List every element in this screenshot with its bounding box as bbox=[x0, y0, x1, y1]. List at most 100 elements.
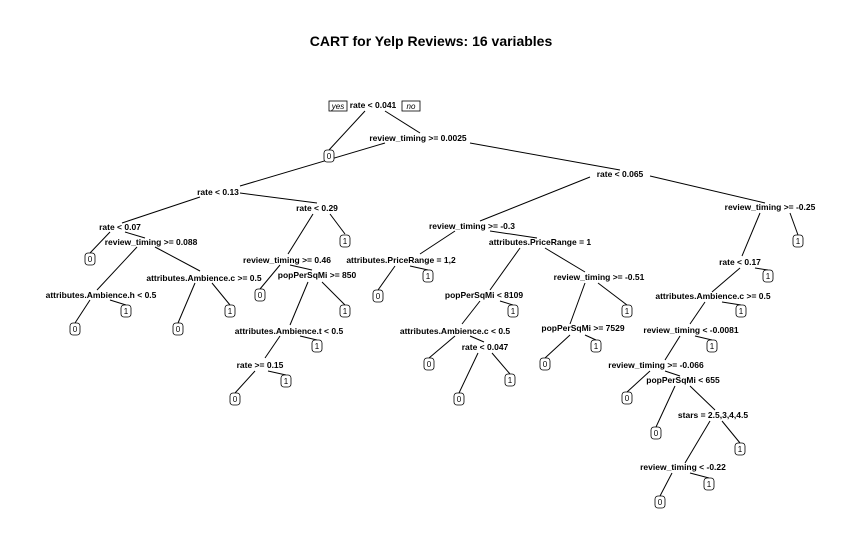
leaf-class: 0 bbox=[427, 360, 432, 369]
edge bbox=[377, 265, 396, 291]
edge bbox=[109, 299, 127, 306]
leaf-class: 1 bbox=[124, 307, 129, 316]
edge bbox=[469, 335, 485, 343]
leaf-class: 1 bbox=[739, 307, 744, 316]
edge bbox=[479, 176, 591, 222]
edge bbox=[694, 335, 713, 341]
leaf-node: 1 bbox=[339, 234, 351, 248]
split-node: rate < 0.065 bbox=[597, 169, 644, 179]
leaf-node: 0 bbox=[254, 288, 266, 302]
split-node: attributes.Ambience.c >= 0.5 bbox=[146, 273, 262, 283]
split-node: review_timing < -0.22 bbox=[640, 462, 726, 472]
yes-label: yes bbox=[331, 102, 344, 111]
edge bbox=[287, 213, 314, 255]
leaf-node: 1 bbox=[706, 339, 718, 353]
leaf-node: 1 bbox=[504, 373, 516, 387]
leaf-node: 0 bbox=[650, 426, 662, 440]
leaf-node: 1 bbox=[703, 477, 715, 491]
leaf-node: 1 bbox=[120, 304, 132, 318]
leaf-class: 0 bbox=[258, 291, 263, 300]
split-node: review_timing < -0.0081 bbox=[643, 325, 738, 335]
edge bbox=[659, 472, 673, 497]
edge bbox=[689, 385, 716, 411]
edge bbox=[89, 231, 111, 254]
edge bbox=[689, 301, 706, 325]
edge bbox=[544, 247, 586, 273]
leaf-class: 1 bbox=[738, 445, 743, 454]
leaf-class: 1 bbox=[315, 342, 320, 351]
edge bbox=[649, 175, 766, 204]
edge bbox=[289, 264, 313, 271]
leaf-node: 0 bbox=[172, 322, 184, 336]
leaf-class: 1 bbox=[625, 307, 630, 316]
split-node: rate < 0.29 bbox=[296, 203, 338, 213]
split-node: stars = 2.5,3,4,4.5 bbox=[678, 410, 748, 420]
split-node: popPerSqMi >= 850 bbox=[278, 270, 357, 280]
leaf-class: 0 bbox=[73, 325, 78, 334]
leaf-node: 1 bbox=[735, 304, 747, 318]
leaf-node: 0 bbox=[539, 357, 551, 371]
split-node: attributes.Ambience.h < 0.5 bbox=[46, 290, 157, 300]
edge bbox=[154, 246, 201, 272]
leaf-node: 1 bbox=[311, 339, 323, 353]
leaf-class: 0 bbox=[376, 292, 381, 301]
leaf-node: 1 bbox=[734, 442, 746, 456]
edge bbox=[741, 212, 761, 257]
edge bbox=[789, 212, 799, 236]
yes-box bbox=[328, 100, 348, 112]
edge bbox=[544, 334, 571, 359]
edge bbox=[409, 265, 429, 271]
leaf-class: 1 bbox=[343, 307, 348, 316]
edge bbox=[96, 246, 138, 291]
leaf-node: 1 bbox=[224, 304, 236, 318]
edge bbox=[74, 299, 91, 324]
leaf-class: 1 bbox=[707, 480, 712, 489]
edge bbox=[321, 281, 346, 306]
leaf-node: 1 bbox=[792, 234, 804, 248]
leaf-class: 1 bbox=[796, 237, 801, 246]
leaf-class: 0 bbox=[327, 152, 332, 161]
leaf-class: 0 bbox=[654, 429, 659, 438]
edge bbox=[684, 420, 711, 464]
leaf-class: 1 bbox=[511, 307, 516, 316]
edge bbox=[458, 352, 479, 394]
leaf-class: 0 bbox=[457, 395, 462, 404]
split-node: attributes.PriceRange = 1,2 bbox=[346, 255, 456, 265]
edge bbox=[597, 282, 628, 306]
split-node: review_timing >= 0.0025 bbox=[369, 133, 467, 143]
split-node: rate < 0.07 bbox=[99, 222, 141, 232]
edge bbox=[664, 370, 681, 377]
leaf-node: 0 bbox=[323, 149, 335, 163]
edge bbox=[664, 335, 681, 361]
edge bbox=[711, 267, 741, 293]
split-node: review_timing >= -0.3 bbox=[429, 221, 515, 231]
split-node: review_timing >= -0.51 bbox=[554, 272, 645, 282]
edge bbox=[428, 335, 456, 359]
leaf-class: 1 bbox=[508, 376, 513, 385]
edge bbox=[121, 196, 201, 224]
split-node: rate < 0.041 bbox=[350, 100, 397, 110]
leaf-node: 0 bbox=[423, 357, 435, 371]
split-node: attributes.PriceRange = 1 bbox=[489, 237, 592, 247]
split-node: review_timing >= 0.088 bbox=[105, 237, 198, 247]
edge bbox=[689, 472, 710, 479]
edge bbox=[489, 230, 538, 239]
leaf-class: 1 bbox=[343, 237, 348, 246]
split-node: review_timing >= -0.25 bbox=[725, 202, 816, 212]
edge bbox=[239, 142, 386, 187]
edge bbox=[489, 247, 521, 291]
split-node: review_timing >= -0.066 bbox=[608, 360, 704, 370]
leaf-node: 0 bbox=[229, 392, 241, 406]
split-node: rate < 0.13 bbox=[197, 187, 239, 197]
edge bbox=[289, 281, 309, 326]
split-node: rate >= 0.15 bbox=[237, 360, 284, 370]
edge bbox=[384, 110, 421, 134]
split-node: review_timing >= 0.46 bbox=[243, 255, 331, 265]
leaf-class: 0 bbox=[543, 360, 548, 369]
leaf-node: 1 bbox=[590, 339, 602, 353]
split-node: attributes.Ambience.c < 0.5 bbox=[400, 326, 511, 336]
edge bbox=[491, 352, 511, 375]
leaf-class: 1 bbox=[710, 342, 715, 351]
edge bbox=[584, 334, 597, 341]
